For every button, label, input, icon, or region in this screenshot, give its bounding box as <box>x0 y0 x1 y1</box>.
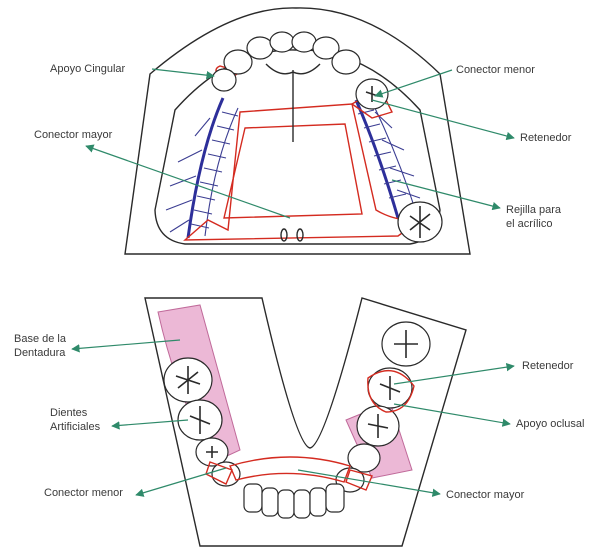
upper-mesh-right <box>356 98 420 218</box>
label-conector-menor-lower: Conector menor <box>44 487 123 499</box>
label-rejilla-line2: el acrílico <box>506 218 552 230</box>
arrow-dientes <box>112 420 188 426</box>
label-apoyo-oclusal: Apoyo oclusal <box>516 418 585 430</box>
label-retenedor-upper: Retenedor <box>520 132 572 144</box>
arrow-retenedor-upper <box>372 100 514 138</box>
arrow-apoyo-cingular <box>152 69 214 76</box>
label-dientes-line1: Dientes <box>50 407 88 419</box>
arrow-base <box>72 340 180 349</box>
label-rejilla-line1: Rejilla para <box>506 204 562 216</box>
label-conector-menor-upper: Conector menor <box>456 64 535 76</box>
upper-mesh-left <box>166 98 238 238</box>
lower-major-connector <box>230 457 350 482</box>
label-apoyo-cingular: Apoyo Cingular <box>50 63 126 75</box>
label-conector-mayor-lower: Conector mayor <box>446 489 525 501</box>
lower-arch-diagram <box>145 298 466 546</box>
upper-arch-diagram <box>125 8 470 254</box>
lower-labels: Base de la Dentadura Dientes Artificiale… <box>14 333 585 501</box>
label-base-line1: Base de la <box>14 333 67 345</box>
arrow-conector-menor-upper <box>375 70 452 96</box>
upper-labels: Apoyo Cingular Conector menor Conector m… <box>34 63 572 230</box>
label-dientes-line2: Artificiales <box>50 421 101 433</box>
arrow-apoyo-oclusal <box>394 404 510 424</box>
lower-anterior-teeth <box>244 484 344 518</box>
label-retenedor-lower: Retenedor <box>522 360 574 372</box>
upper-teeth <box>212 32 442 242</box>
label-base-line2: Dentadura <box>14 347 66 359</box>
arrow-conector-menor-lower <box>136 468 226 495</box>
label-conector-mayor-upper: Conector mayor <box>34 129 113 141</box>
